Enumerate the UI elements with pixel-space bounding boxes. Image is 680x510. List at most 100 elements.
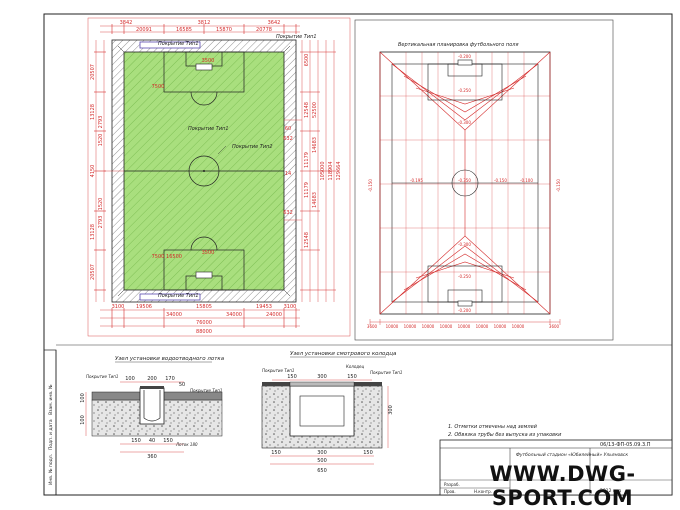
- callout: Покрытие Тип1: [86, 374, 118, 379]
- callout: Колодец: [346, 364, 365, 369]
- dim-label: 40: [149, 438, 155, 444]
- dim-label: 6500: [304, 54, 310, 67]
- dim-label: 150: [363, 450, 373, 456]
- elevation-mark: -0.150: [556, 179, 561, 192]
- surface-callout: Покрытие Тип1: [276, 34, 317, 40]
- dim-label: 10000: [476, 324, 489, 329]
- dim-label: 15805: [196, 304, 212, 310]
- dim-label: 34000: [166, 312, 182, 318]
- dim-label: 1520: [98, 198, 104, 211]
- dim-label: 19506: [136, 304, 152, 310]
- dim-label: 300: [317, 374, 327, 380]
- dim-label: 632: [283, 210, 293, 216]
- dim-label: 7500: [152, 254, 165, 260]
- side-strip: Инв. № подл. Подп. и дата Взам. инв. №: [43, 349, 57, 496]
- dim-label: 60: [285, 126, 291, 132]
- callout: Лоток 180: [175, 442, 198, 447]
- goal-top: [195, 63, 213, 71]
- manhole-detail: Узел установки смотрового колодца 150 30…: [261, 351, 402, 474]
- dim-label: 16500: [166, 254, 182, 260]
- dim-label: 300: [317, 450, 327, 456]
- grading-title: Вертикальная планировка футбольного поля: [398, 42, 518, 48]
- watermark: WWW.DWG-SPORT.COM: [489, 462, 636, 510]
- goal-bottom: [195, 271, 213, 279]
- side-strip-label: Инв. № подл.: [48, 454, 54, 485]
- bench-bottom: [139, 293, 201, 301]
- dim-label: 13128: [90, 104, 96, 120]
- dim-label: 105000: [320, 161, 326, 180]
- note-line: 1. Отметки отмечены над землей: [448, 424, 538, 430]
- drain-detail: Узел установки водоотводного лотка 100 2…: [80, 356, 225, 460]
- elevation-mark: -0.250: [458, 88, 471, 93]
- dim-label: 150: [163, 438, 173, 444]
- elevation-mark: -0.250: [458, 274, 471, 279]
- elevation-mark: -0.200: [458, 308, 471, 313]
- dim-label: 14683: [312, 137, 318, 153]
- elevation-mark: -0.350: [458, 178, 471, 183]
- dim-label: 500: [317, 458, 327, 464]
- dim-label: 88000: [196, 329, 212, 335]
- dim-label: 3100: [112, 304, 125, 310]
- stamp-project: Футбольный стадион «Юбилейный» Ульяновск: [516, 452, 628, 458]
- dim-label: 7500: [152, 84, 165, 90]
- bench-top: [139, 41, 201, 49]
- stamp-code: 06/13-ФП-05.09.3.П: [600, 442, 651, 448]
- dim-label: 3842: [120, 20, 133, 26]
- dim-label: 118904: [328, 161, 334, 180]
- dim-label: 14: [285, 171, 291, 177]
- dim-label: 20778: [256, 27, 272, 33]
- drain-channel: [139, 387, 165, 425]
- dim-label: 3500: [202, 58, 215, 64]
- dim-label: 360: [147, 454, 157, 460]
- dim-label: 2793: [98, 216, 104, 229]
- surface-callout: Покрытие Тип1: [158, 41, 199, 47]
- dim-label: 76000: [196, 320, 212, 326]
- manhole-title: Узел установки смотрового колодца: [290, 351, 397, 357]
- elevation-mark: -0.150: [494, 178, 507, 183]
- dim-label: 150: [347, 374, 357, 380]
- dim-label: 50: [179, 382, 185, 388]
- dim-label: 20507: [90, 64, 96, 80]
- stamp-row: Разраб.: [444, 482, 460, 487]
- dim-label: 13128: [90, 224, 96, 240]
- dim-label: 24000: [266, 312, 282, 318]
- drain-title: Узел установки водоотводного лотка: [115, 356, 225, 362]
- dim-label: 150: [131, 438, 141, 444]
- dim-label: 52500: [312, 102, 318, 118]
- dim-label: 10000: [458, 324, 471, 329]
- dim-label: 150: [287, 374, 297, 380]
- callout: Покрытие Тип1: [190, 388, 222, 393]
- dim-label: 10000: [512, 324, 525, 329]
- dim-label: 3500: [202, 250, 215, 256]
- dim-label: 20507: [90, 264, 96, 280]
- sheet-border: [43, 13, 673, 496]
- dim-label: 34000: [226, 312, 242, 318]
- elevation-mark: -0.200: [458, 54, 471, 59]
- surface-callout: Покрытие Тип1: [188, 126, 229, 132]
- callout: Покрытие Тип1: [262, 368, 294, 373]
- dim-label: 10000: [494, 324, 507, 329]
- stamp-row: Пров.: [444, 489, 456, 494]
- dim-label: 19453: [256, 304, 272, 310]
- dim-label: 100: [80, 415, 86, 425]
- dim-label: 129664: [336, 161, 342, 180]
- dim-label: 10000: [422, 324, 435, 329]
- side-strip-label: Взам. инв. №: [48, 384, 54, 415]
- note-line: 2. Обвязка трубы без выпуска из упаковки: [448, 432, 562, 438]
- dim-label: 2793: [98, 116, 104, 129]
- surface-callout: Покрытие Тип1: [158, 293, 199, 299]
- elevation-mark: -0.195: [410, 178, 423, 183]
- dim-label: 3100: [284, 304, 297, 310]
- elevation-mark: -0.100: [520, 178, 533, 183]
- side-strip-label: Подп. и дата: [48, 419, 54, 450]
- dim-label: 300: [388, 405, 394, 415]
- elevation-mark: -0.150: [368, 179, 373, 192]
- field-plan: 3842 3812 3642 20091 16585 15870 20778 3…: [87, 17, 351, 337]
- dim-label: 14683: [312, 192, 318, 208]
- dim-label: 16585: [176, 27, 192, 33]
- dim-label: 170: [165, 376, 175, 382]
- notes: 1. Отметки отмечены над землей 2. Обвязк…: [448, 424, 562, 438]
- dim-label: 3642: [268, 20, 281, 26]
- dim-label: 200: [147, 376, 157, 382]
- dim-label: 12548: [304, 102, 310, 118]
